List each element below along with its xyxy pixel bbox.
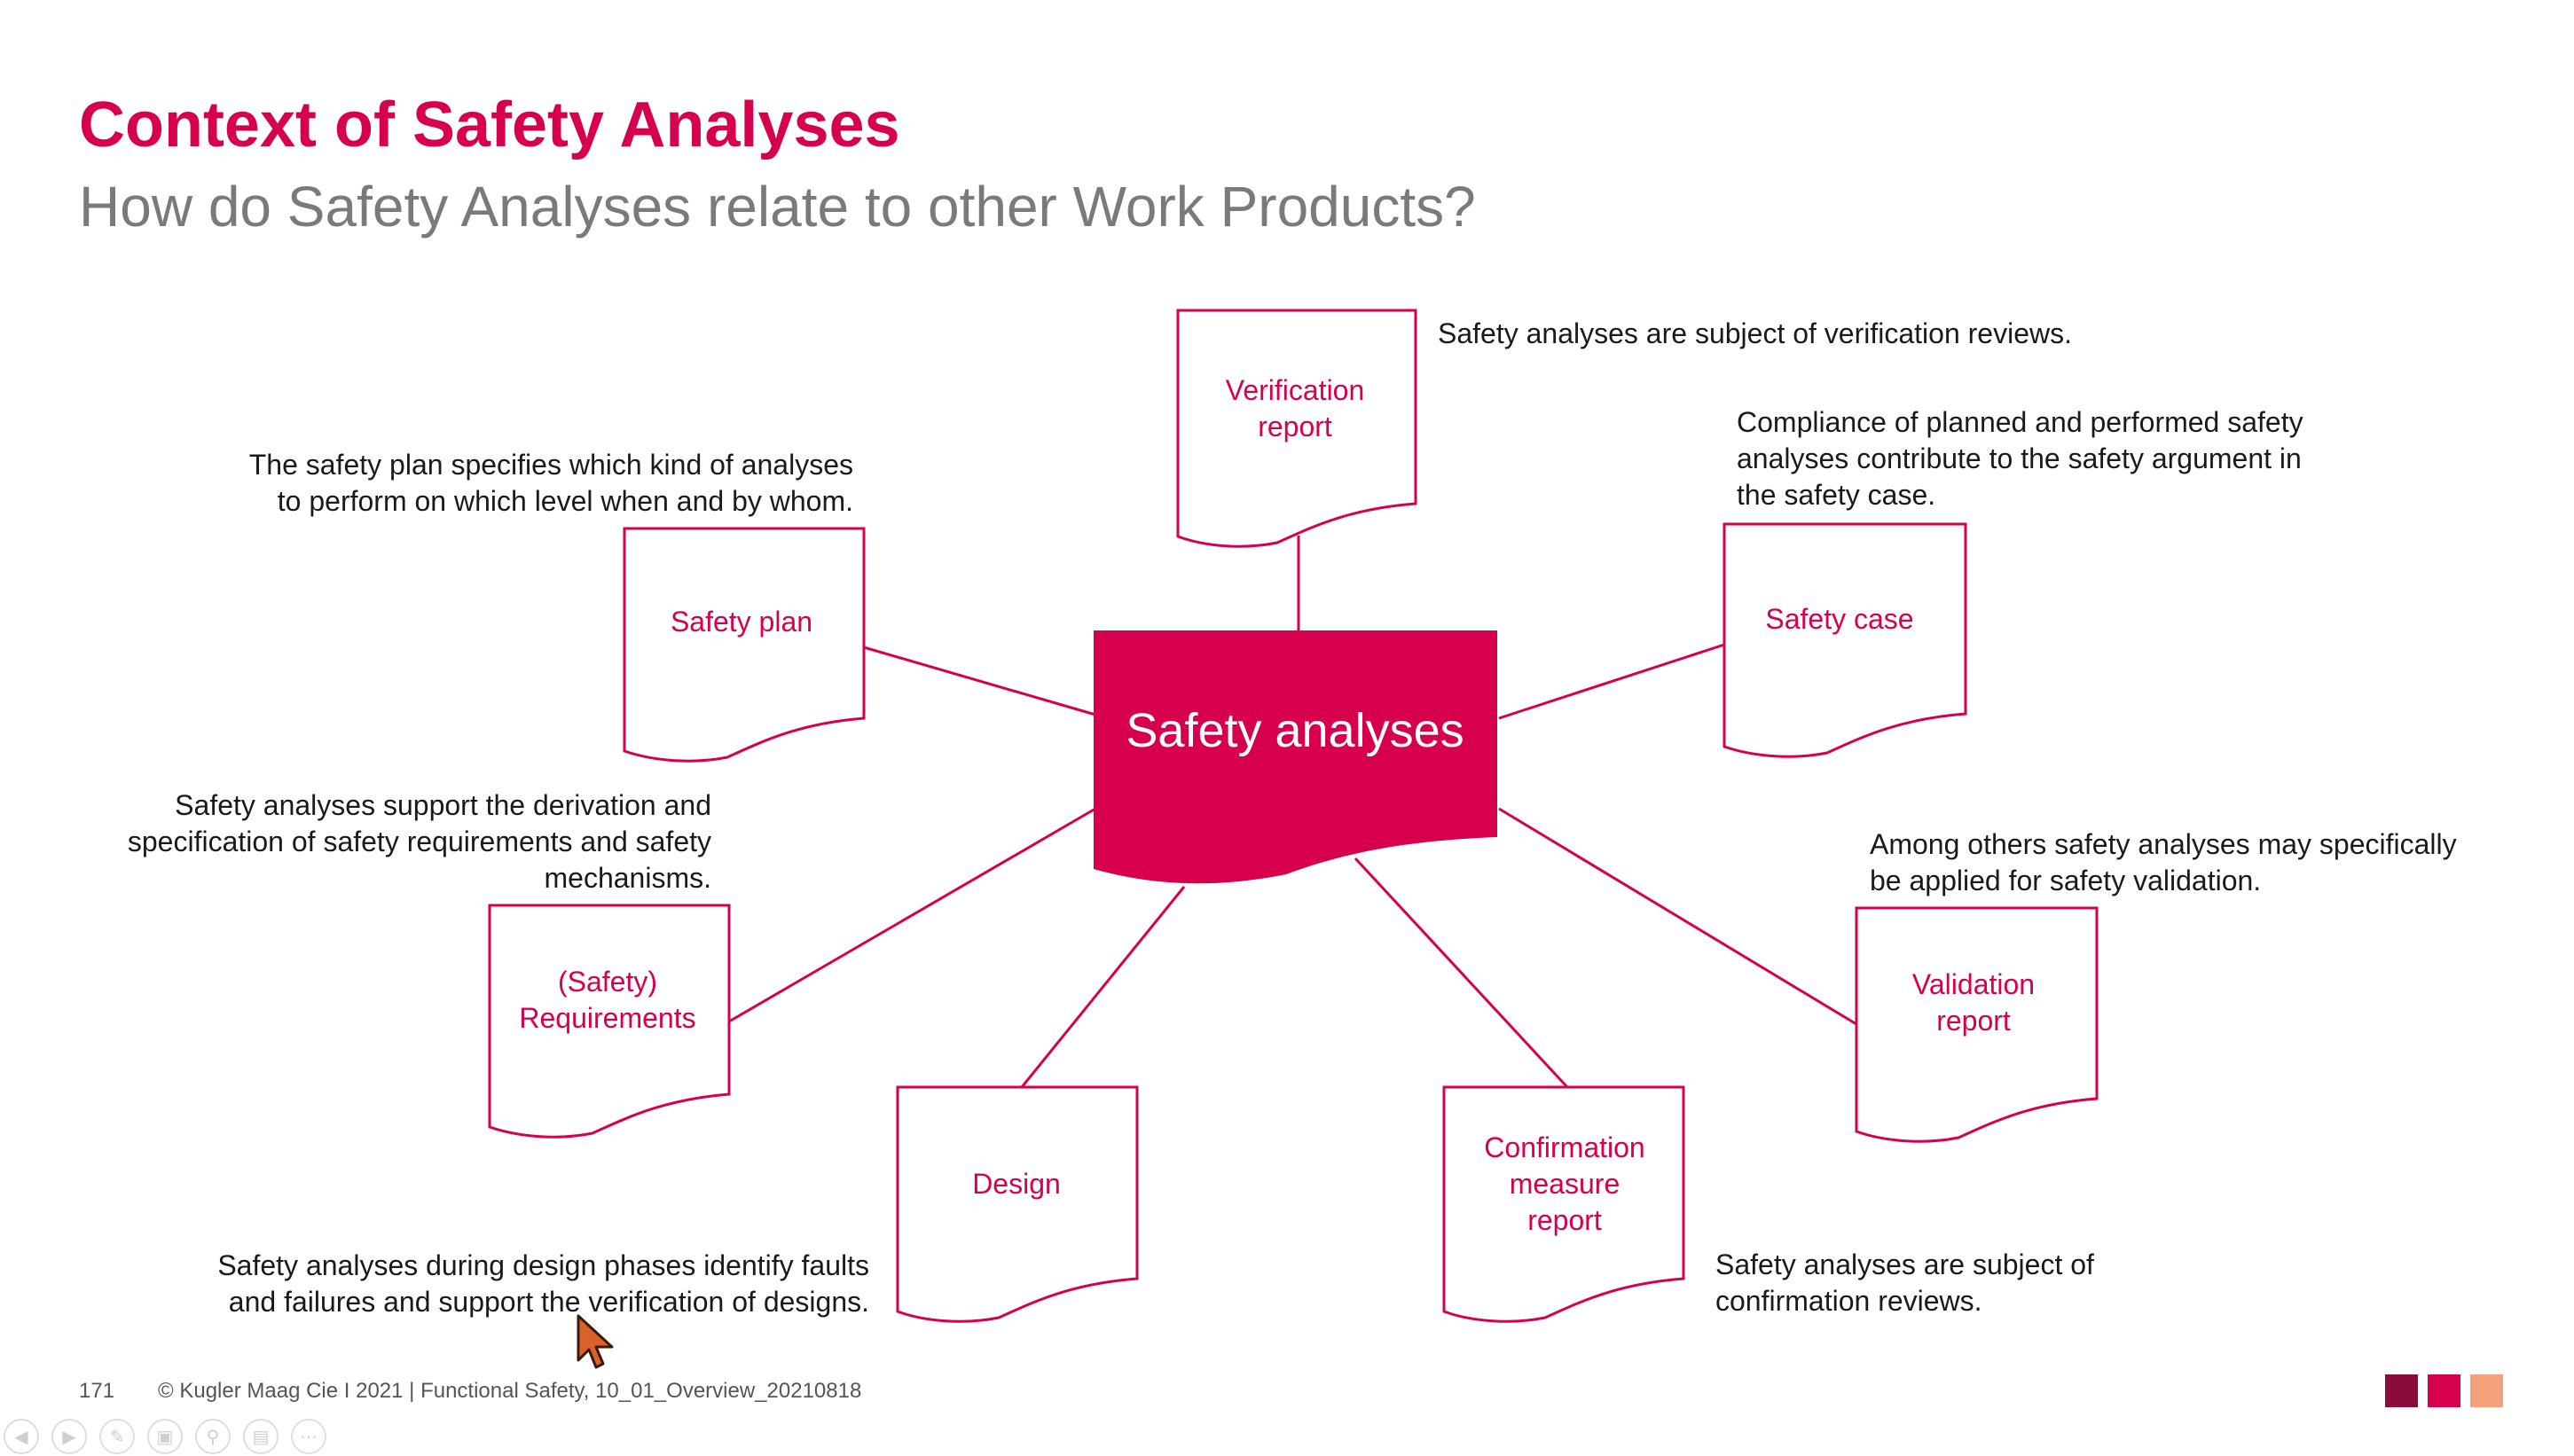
connector-safety-plan (863, 646, 1096, 716)
document-label-requirements: (Safety)Requirements (519, 966, 695, 1034)
mouse-cursor-icon (577, 1314, 614, 1369)
prev-icon[interactable]: ◀ (4, 1419, 39, 1454)
document-label-design: Design (972, 1168, 1061, 1200)
pen-icon[interactable]: ✎ (99, 1419, 135, 1454)
document-label-safety-case: Safety case (1765, 603, 1913, 635)
more-icon[interactable]: ⋯ (291, 1419, 326, 1454)
note-validation: Among others safety analyses may specifi… (1870, 828, 2457, 896)
note-design: Safety analyses during design phases ide… (217, 1249, 869, 1318)
connector-design (1020, 886, 1186, 1088)
note-verification: Safety analyses are subject of verificat… (1438, 317, 2072, 349)
document-label-safety-plan: Safety plan (671, 606, 812, 638)
zoom-icon[interactable]: ⚲ (195, 1419, 231, 1454)
subtitles-icon[interactable]: ▤ (243, 1419, 279, 1454)
document-verification (1176, 309, 1417, 548)
brand-square-dark (2385, 1374, 2418, 1407)
document-safety-case (1723, 522, 1967, 758)
slideshow-toolbar: ◀ ▶ ✎ ▣ ⚲ ▤ ⋯ (4, 1419, 326, 1454)
note-confirmation: Safety analyses are subject of confirmat… (1715, 1249, 2094, 1317)
slide-number: 171 (79, 1379, 115, 1403)
brand-square-peach (2470, 1374, 2503, 1407)
page-subtitle: How do Safety Analyses relate to other W… (79, 175, 1476, 239)
connector-validation (1498, 807, 1857, 1026)
brand-square-accent (2428, 1374, 2460, 1407)
note-requirements: Safety analyses support the derivation a… (127, 789, 711, 894)
connector-safety-case (1498, 643, 1725, 720)
connector-requirements (728, 807, 1096, 1023)
document-design (896, 1085, 1139, 1323)
page-title: Context of Safety Analyses (79, 90, 900, 160)
footer-copyright: © Kugler Maag Cie I 2021 | Functional Sa… (158, 1379, 862, 1403)
note-safety-case: Compliance of planned and performed safe… (1737, 406, 2303, 511)
document-requirements (488, 904, 731, 1139)
document-confirmation (1442, 1085, 1685, 1323)
note-safety-plan: The safety plan specifies which kind of … (248, 449, 853, 517)
document-safety-plan (623, 527, 866, 763)
center-node-label: Safety analyses (1126, 704, 1464, 757)
slides-icon[interactable]: ▣ (147, 1419, 183, 1454)
document-validation (1855, 906, 2099, 1143)
next-icon[interactable]: ▶ (51, 1419, 87, 1454)
connector-confirmation (1354, 857, 1569, 1089)
center-node-shape (1094, 630, 1497, 884)
